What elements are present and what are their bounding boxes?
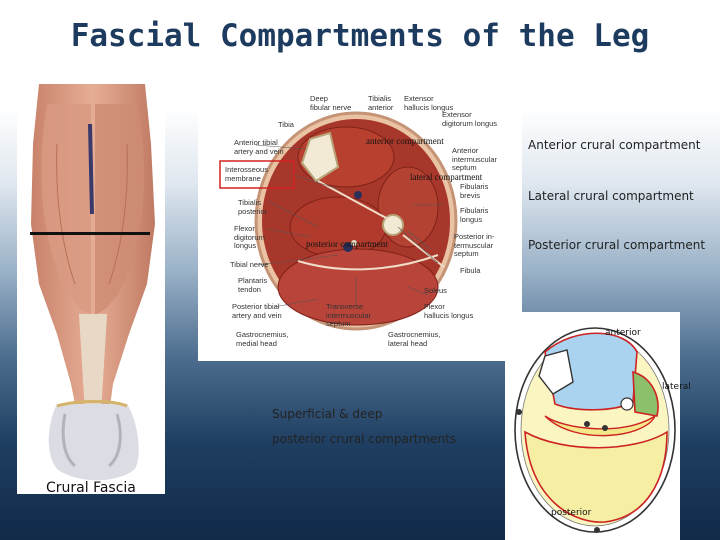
- label-extensor-hallucis-longus: Extensor hallucis longus: [404, 94, 454, 112]
- label-transverse-intermuscular-septum: Transverse intermuscular septum: [326, 302, 372, 328]
- cross-section-drawing: [219, 111, 458, 331]
- caption-anterior-crural: Anterior crural compartment: [528, 138, 701, 152]
- leg-muscle-drawing: [31, 84, 155, 481]
- label-posterior-tibial-artery: Posterior tibial artery and vein: [232, 302, 282, 320]
- label-tibial-nerve: Tibial nerve: [230, 260, 269, 269]
- crural-fascia-caption: Crural Fascia: [46, 480, 136, 496]
- label-extensor-digitorum-longus: Extensor digitorum longus: [442, 110, 498, 128]
- label-tibialis-posterior: Tibialis posterior: [238, 198, 268, 216]
- cross-section-panel: Deep fibular nerve Tibialis anterior Ext…: [198, 77, 522, 361]
- label-gastrocnemius-lateral: Gastrocnemius, lateral head: [388, 330, 441, 348]
- label-soleus: Soleus: [424, 286, 447, 295]
- leg-illustration: [17, 84, 165, 494]
- label-tibia: Tibia: [278, 120, 294, 129]
- label-plantaris-tendon: Plantaris tendon: [238, 276, 268, 294]
- tag-anterior-compartment: anterior compartment: [366, 136, 444, 146]
- compartment-diagram-drawing: [514, 327, 676, 533]
- label-flexor-digitorum-longus: Flexor digitorum longus: [234, 224, 265, 250]
- slide-title: Fascial Compartments of the Leg: [70, 18, 650, 54]
- label-gastrocnemius-medial: Gastrocnemius, medial head: [236, 330, 289, 348]
- label-anterior-tibial-artery: Anterior tibial artery and vein: [234, 138, 284, 156]
- diagram-label-posterior: posterior: [551, 508, 592, 518]
- label-fibula: Fibula: [460, 266, 481, 275]
- tag-lateral-compartment: lateral compartment: [410, 172, 483, 182]
- label-posterior-intermuscular-septum: Posterior in- termuscular septum: [454, 232, 495, 258]
- caption-posterior-crural: Posterior crural compartment: [528, 238, 706, 252]
- caption-superficial-deep-1: Superficial & deep: [272, 407, 383, 421]
- compartment-diagram: anterior lateral posterior: [505, 312, 691, 540]
- caption-superficial-deep-2: posterior crural compartments: [272, 432, 457, 446]
- tag-posterior-compartment: posterior compartment: [306, 239, 388, 249]
- label-tibialis-anterior: Tibialis anterior: [368, 94, 394, 112]
- label-fibularis-longus: Fibularis longus: [460, 206, 489, 224]
- label-deep-fibular-nerve: Deep fibular nerve: [310, 94, 352, 112]
- diagram-label-lateral: lateral: [662, 382, 691, 392]
- section-level-line: [30, 232, 150, 235]
- label-anterior-intermuscular-septum: Anterior intermuscular septum: [452, 146, 498, 172]
- label-interosseous-membrane: Interosseous membrane: [225, 165, 268, 183]
- caption-lateral-crural: Lateral crural compartment: [528, 189, 694, 203]
- label-fibularis-brevis: Fibularis brevis: [460, 182, 489, 200]
- label-flexor-hallucis-longus: Flexor hallucis longus: [424, 302, 474, 320]
- diagram-label-anterior: anterior: [605, 328, 641, 338]
